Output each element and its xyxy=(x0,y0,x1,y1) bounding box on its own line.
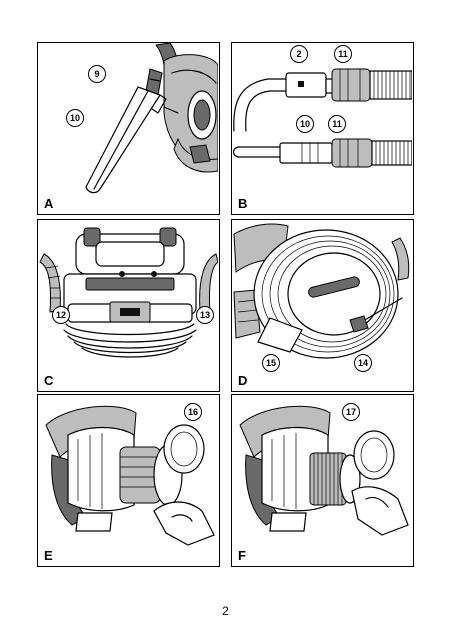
callout-10: 10 xyxy=(296,115,314,133)
figure-panel-c: 12 13 C xyxy=(37,219,220,392)
illustration-cable-storage xyxy=(39,227,218,358)
panel-label-a: A xyxy=(44,196,54,211)
panel-label-d: D xyxy=(238,373,248,388)
callout-13: 13 xyxy=(196,306,214,324)
panel-label-e: E xyxy=(44,548,53,563)
callout-11-upper: 11 xyxy=(334,45,352,63)
illustration-filter-separation xyxy=(239,405,409,536)
panel-label-b: B xyxy=(238,196,248,211)
illustration-filter-cover xyxy=(233,223,410,359)
panel-label-f: F xyxy=(238,548,246,563)
callout-12: 12 xyxy=(52,306,70,324)
illustration-crevice-tool-attach xyxy=(85,43,218,194)
callout-11-lower: 11 xyxy=(328,115,346,133)
callout-16: 16 xyxy=(184,403,202,421)
callout-10: 10 xyxy=(66,109,84,127)
illustration-hose-couplings xyxy=(232,68,412,168)
page-number: 2 xyxy=(222,604,229,618)
figure-panel-b: 2 11 10 11 B xyxy=(231,42,414,215)
callout-2: 2 xyxy=(290,45,308,63)
panel-label-c: C xyxy=(44,373,54,388)
callout-9: 9 xyxy=(88,65,106,83)
illustration-filter-removal xyxy=(45,405,215,546)
figure-panel-a: 9 10 A xyxy=(37,42,220,215)
figure-panel-d: 15 14 D xyxy=(231,219,414,392)
figure-panel-e: 16 E xyxy=(37,394,220,567)
figure-panel-f: 17 F xyxy=(231,394,414,567)
callout-14: 14 xyxy=(354,354,372,372)
callout-15: 15 xyxy=(262,354,280,372)
callout-17: 17 xyxy=(342,403,360,421)
